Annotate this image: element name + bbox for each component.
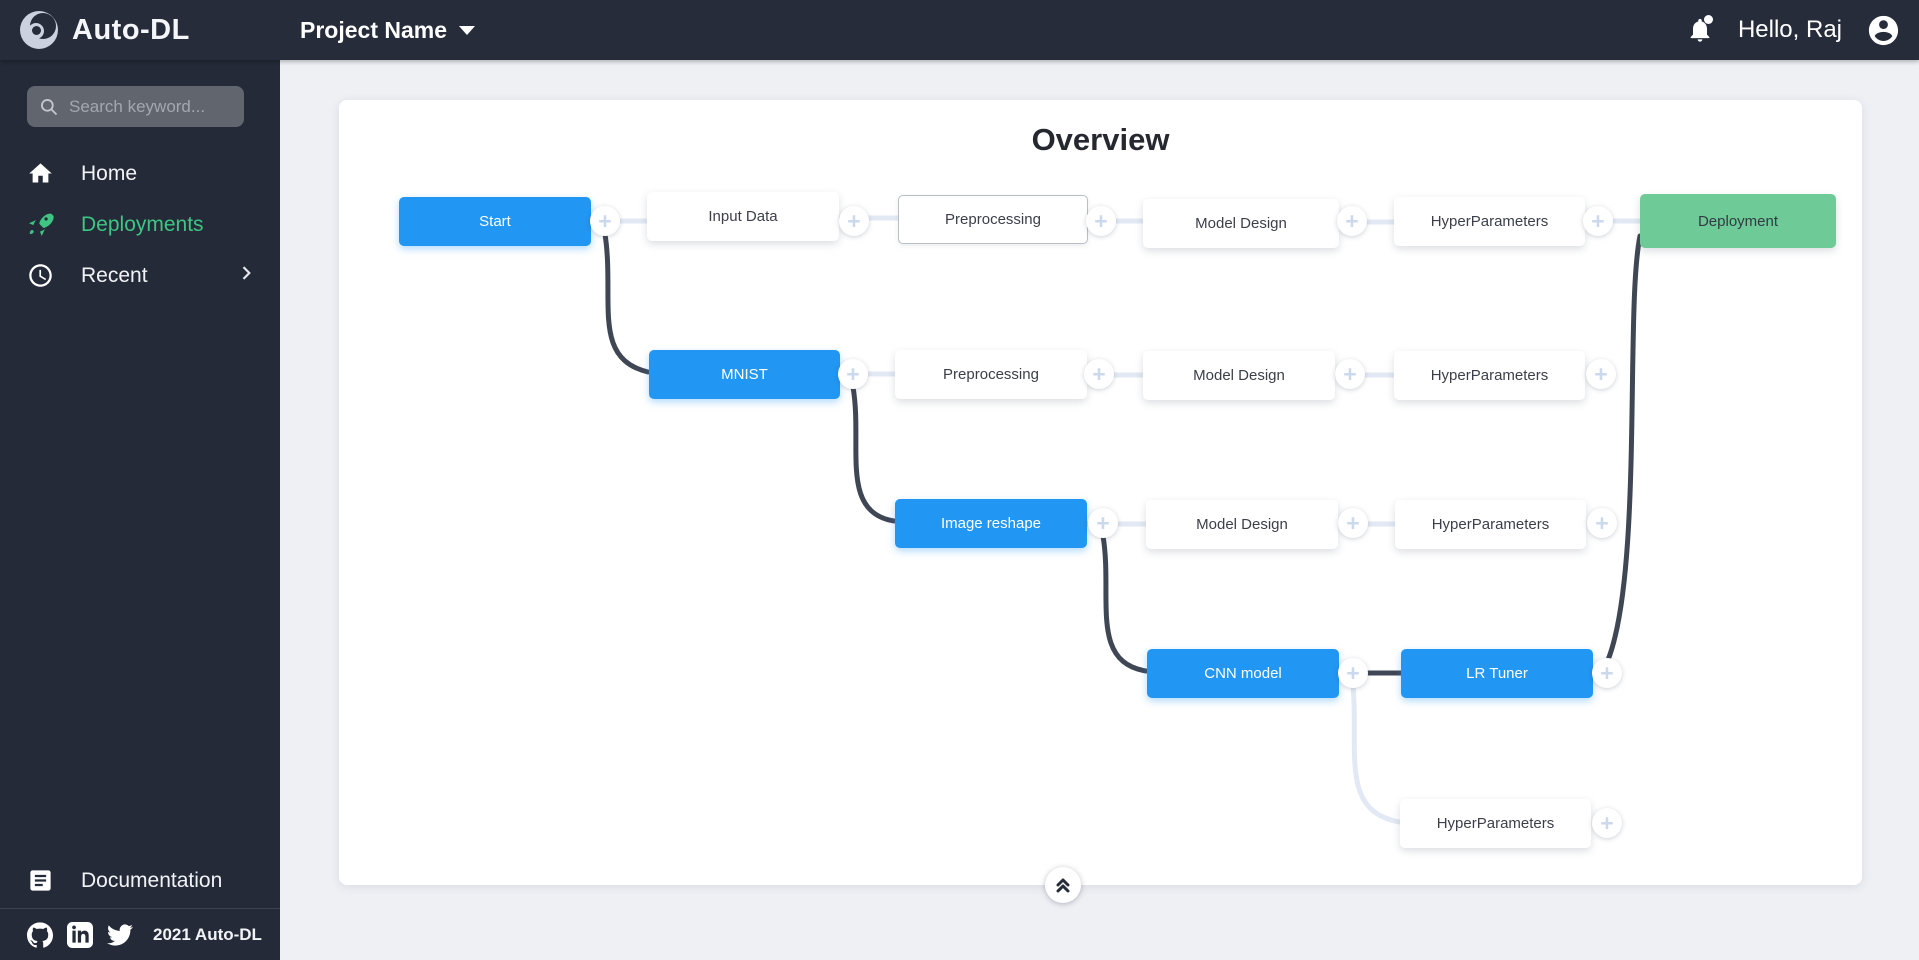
add-node-icon[interactable]: + bbox=[1583, 206, 1613, 236]
user-greeting: Hello, Raj bbox=[1737, 16, 1842, 43]
document-icon bbox=[30, 870, 51, 891]
add-node-icon[interactable]: + bbox=[590, 206, 620, 236]
add-node-icon[interactable]: + bbox=[1088, 508, 1118, 538]
chevron-right-icon bbox=[236, 263, 256, 289]
node-preprocessing-2[interactable]: Preprocessing bbox=[895, 350, 1087, 399]
copyright-text: 2021 Auto-DL bbox=[153, 924, 262, 944]
search-icon bbox=[41, 98, 58, 115]
twitter-icon[interactable] bbox=[107, 922, 133, 948]
rocket-icon bbox=[29, 213, 54, 236]
add-node-icon[interactable]: + bbox=[1335, 359, 1365, 389]
add-node-icon[interactable]: + bbox=[1592, 658, 1622, 688]
node-preprocessing-1[interactable]: Preprocessing bbox=[898, 195, 1088, 244]
node-hyperparameters-2[interactable]: HyperParameters bbox=[1394, 351, 1585, 400]
account-circle-icon bbox=[1868, 15, 1899, 45]
linkedin-icon[interactable] bbox=[67, 921, 93, 948]
github-icon[interactable] bbox=[27, 921, 53, 948]
node-mnist[interactable]: MNIST bbox=[649, 350, 840, 399]
project-name-label: Project Name bbox=[300, 16, 448, 43]
notification-dot bbox=[1703, 15, 1713, 24]
add-node-icon[interactable]: + bbox=[1337, 206, 1367, 236]
notifications-button[interactable] bbox=[1686, 15, 1714, 44]
add-node-icon[interactable]: + bbox=[1086, 206, 1116, 236]
auto-dl-logo-icon bbox=[20, 11, 58, 49]
double-chevron-up-icon bbox=[1056, 878, 1070, 893]
node-start[interactable]: Start bbox=[399, 197, 591, 246]
search-input[interactable] bbox=[69, 96, 232, 117]
add-node-icon[interactable]: + bbox=[1338, 508, 1368, 538]
sidebar-item-label: Recent bbox=[81, 263, 148, 287]
node-deployment[interactable]: Deployment bbox=[1640, 194, 1836, 248]
collapse-button[interactable] bbox=[1045, 867, 1081, 903]
sidebar-item-home[interactable]: Home bbox=[0, 148, 280, 199]
sidebar-footer: 2021 Auto-DL bbox=[0, 908, 280, 960]
sidebar-item-deployments[interactable]: Deployments bbox=[0, 199, 280, 250]
node-hyperparameters-3[interactable]: HyperParameters bbox=[1395, 500, 1586, 549]
top-navbar: Auto-DL Project Name Hello, Raj bbox=[0, 0, 1919, 60]
add-node-icon[interactable]: + bbox=[1586, 359, 1616, 389]
bell-icon bbox=[1690, 18, 1710, 42]
brand: Auto-DL bbox=[0, 11, 280, 49]
sidebar-item-label: Home bbox=[81, 161, 138, 185]
add-node-icon[interactable]: + bbox=[1592, 808, 1622, 838]
node-input-data[interactable]: Input Data bbox=[647, 192, 839, 241]
node-image-reshape[interactable]: Image reshape bbox=[895, 499, 1087, 548]
node-lr-tuner[interactable]: LR Tuner bbox=[1401, 649, 1593, 698]
sidebar-search[interactable] bbox=[27, 86, 244, 127]
add-node-icon[interactable]: + bbox=[838, 359, 868, 389]
node-cnn-model[interactable]: CNN model bbox=[1147, 649, 1339, 698]
sidebar-item-documentation[interactable]: Documentation bbox=[0, 855, 280, 906]
home-icon bbox=[29, 163, 52, 183]
page-title: Overview bbox=[1031, 122, 1170, 157]
user-avatar[interactable] bbox=[1866, 13, 1901, 48]
node-model-design-3[interactable]: Model Design bbox=[1146, 500, 1338, 549]
sidebar-item-label: Deployments bbox=[81, 212, 204, 236]
sidebar-item-recent[interactable]: Recent bbox=[0, 250, 280, 301]
add-node-icon[interactable]: + bbox=[1338, 658, 1368, 688]
node-model-design-2[interactable]: Model Design bbox=[1143, 351, 1335, 400]
node-model-design-1[interactable]: Model Design bbox=[1143, 199, 1339, 248]
sidebar: Home Deployments Recent Documentation 20… bbox=[0, 60, 280, 960]
add-node-icon[interactable]: + bbox=[839, 206, 869, 236]
chevron-down-icon bbox=[459, 25, 476, 35]
main-content: Overview Start Input Data Preprocessing … bbox=[280, 60, 1919, 960]
brand-name: Auto-DL bbox=[72, 13, 190, 46]
add-node-icon[interactable]: + bbox=[1587, 508, 1617, 538]
node-hyperparameters-1[interactable]: HyperParameters bbox=[1394, 197, 1585, 246]
node-hyperparameters-4[interactable]: HyperParameters bbox=[1400, 799, 1591, 848]
add-node-icon[interactable]: + bbox=[1084, 359, 1114, 389]
project-selector[interactable]: Project Name bbox=[300, 16, 476, 44]
overview-card: Overview Start Input Data Preprocessing … bbox=[339, 100, 1862, 903]
clock-icon bbox=[29, 264, 52, 287]
sidebar-item-label: Documentation bbox=[81, 868, 223, 892]
